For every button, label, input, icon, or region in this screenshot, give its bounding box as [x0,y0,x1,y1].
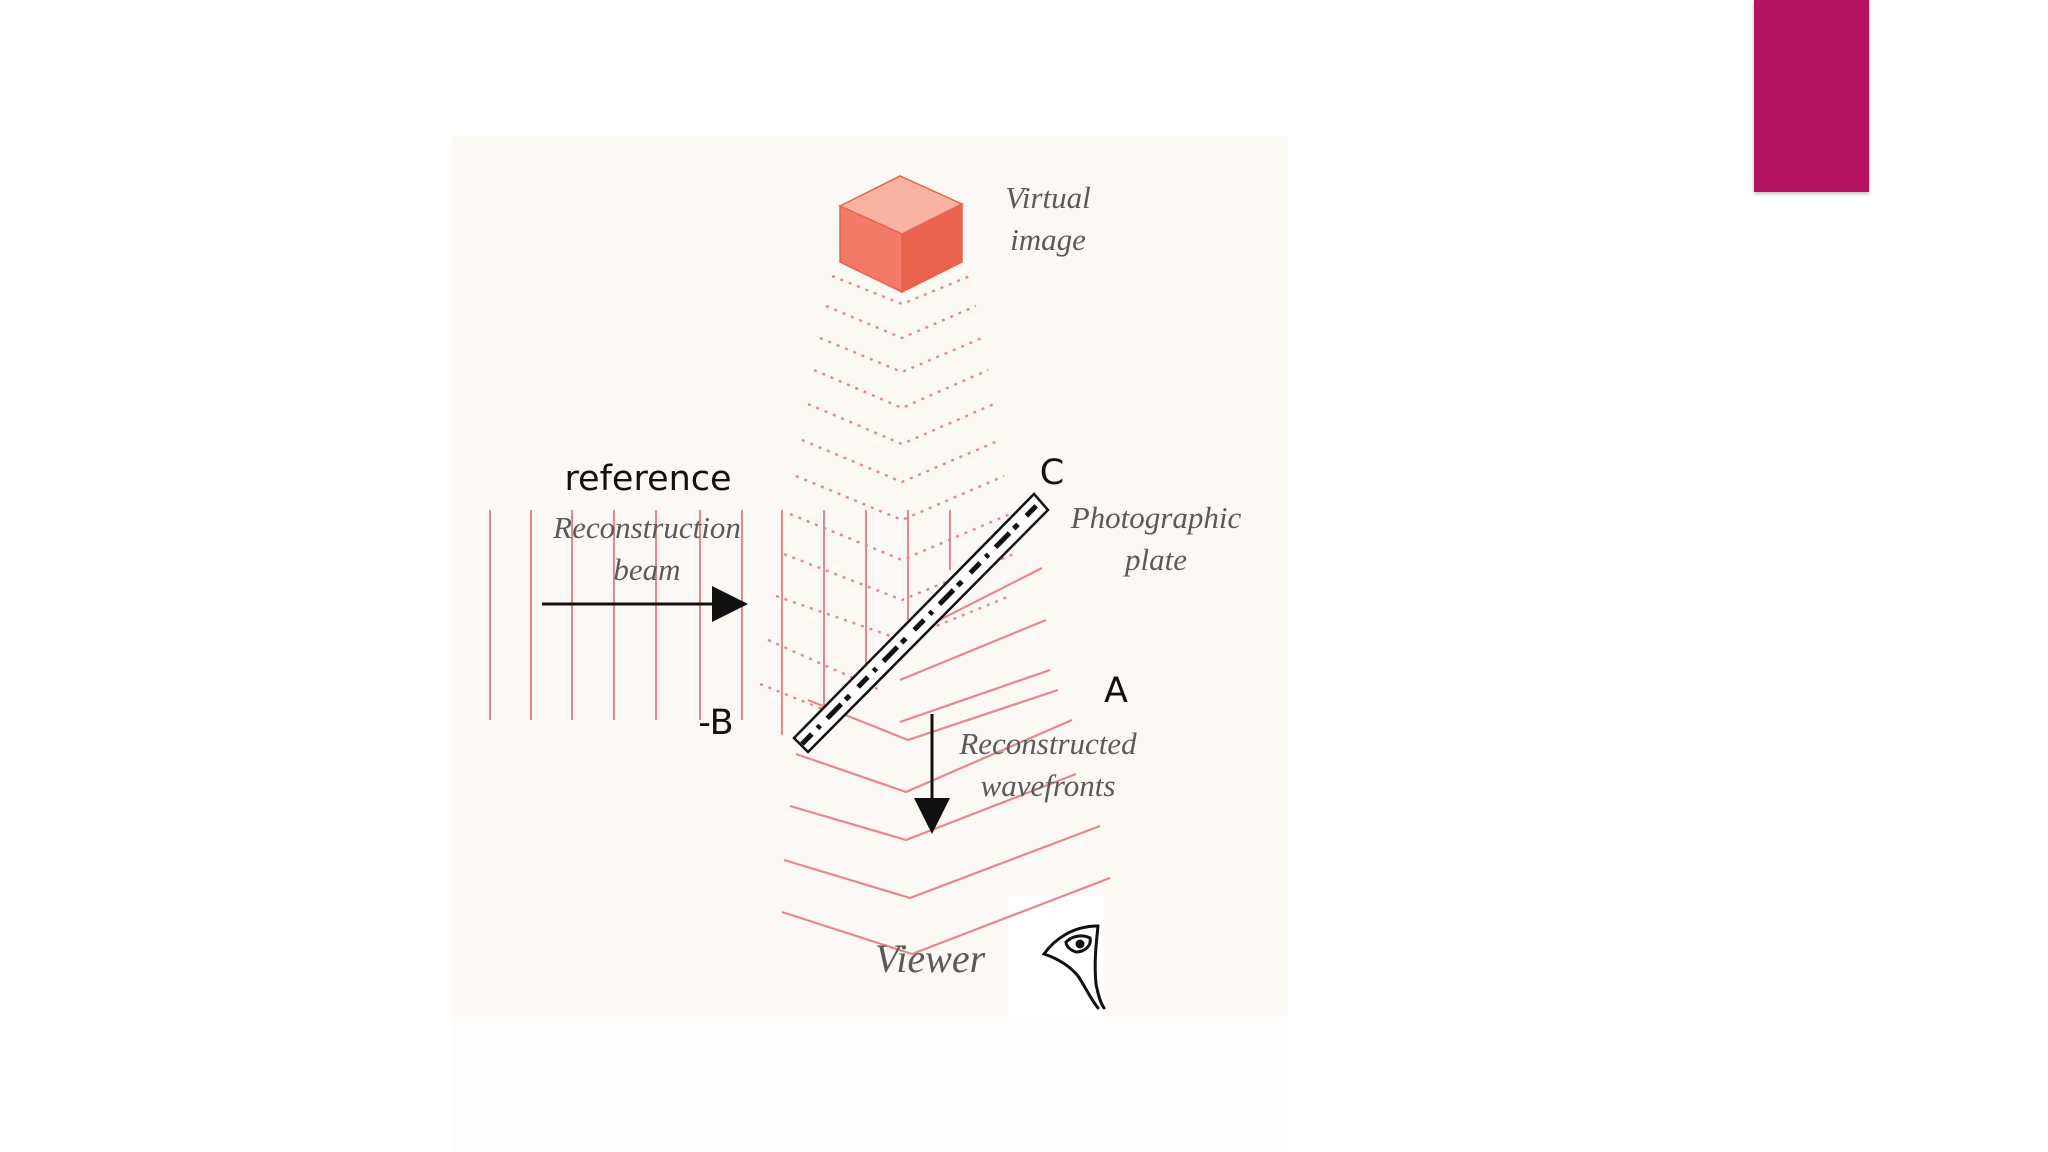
reconstructed-wavefronts [781,567,1111,956]
reconstructed-wavefronts-label-line1: Reconstructed [958,726,1137,761]
virtual-image-label-line2: image [1010,222,1086,257]
figure-background [452,136,1288,1016]
point-a-annotation: A [1104,671,1128,711]
reference-annotation: reference [564,459,731,499]
cube-icon [838,175,964,294]
point-neg-b-annotation: -B [698,703,733,743]
viewer-label: Viewer [875,936,986,981]
reconstruction-beam-label-line2: beam [613,552,680,587]
viewer-icon-background [1008,896,1104,1016]
photographic-plate-label-line1: Photographic [1070,500,1242,535]
photographic-plate [792,492,1050,754]
reconstructed-wavefronts-label-line2: wavefronts [981,768,1116,803]
figure-lower-background [452,1016,1288,1152]
reconstruction-beam-wavefronts [489,510,951,735]
accent-bar [1754,0,1869,192]
reconstruction-beam-label-line1: Reconstruction [552,510,741,545]
point-c-annotation: C [1040,453,1064,493]
virtual-image-label-line1: Virtual [1005,180,1091,215]
photographic-plate-label-line2: plate [1123,542,1187,577]
eye-icon [1041,924,1106,1010]
